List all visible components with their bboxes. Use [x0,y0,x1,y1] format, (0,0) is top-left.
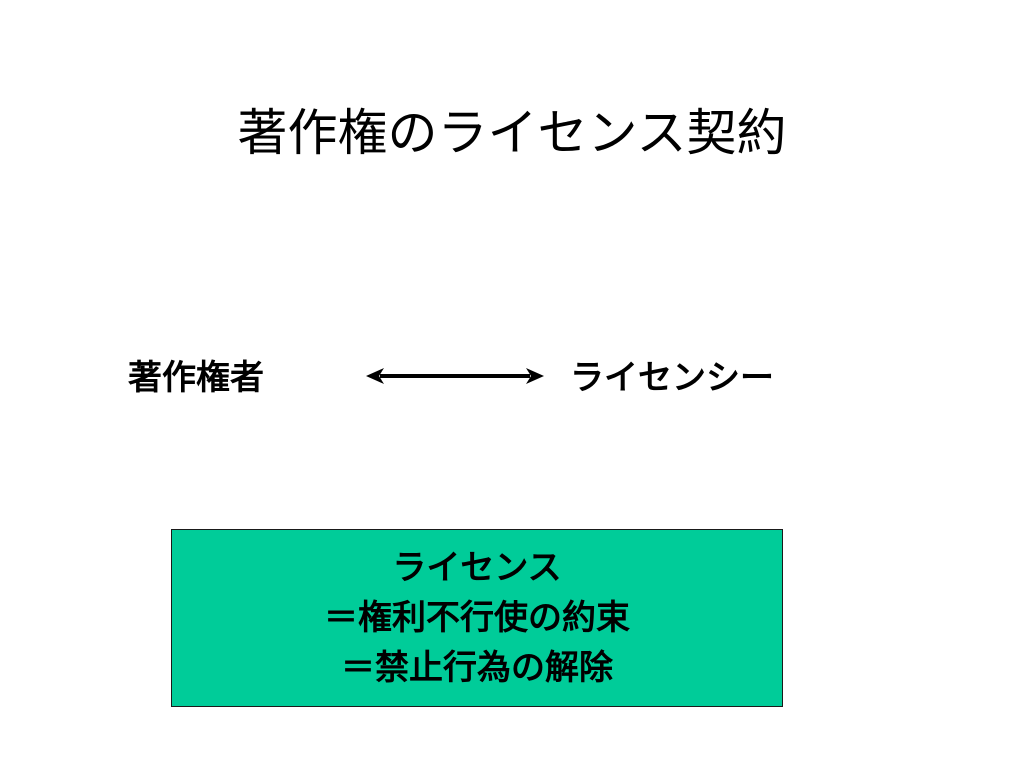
definition-line-non-exercise: ＝権利不行使の約束 [324,598,630,638]
double-headed-arrow-icon [366,368,544,384]
licensee-label: ライセンシー [570,358,774,398]
definition-line-release: ＝禁止行為の解除 [341,648,613,688]
slide-title: 著作権のライセンス契約 [237,104,787,162]
license-definition-box: ライセンス ＝権利不行使の約束 ＝禁止行為の解除 [171,529,783,707]
licensor-label: 著作権者 [128,358,264,398]
definition-line-license: ライセンス [392,548,562,588]
